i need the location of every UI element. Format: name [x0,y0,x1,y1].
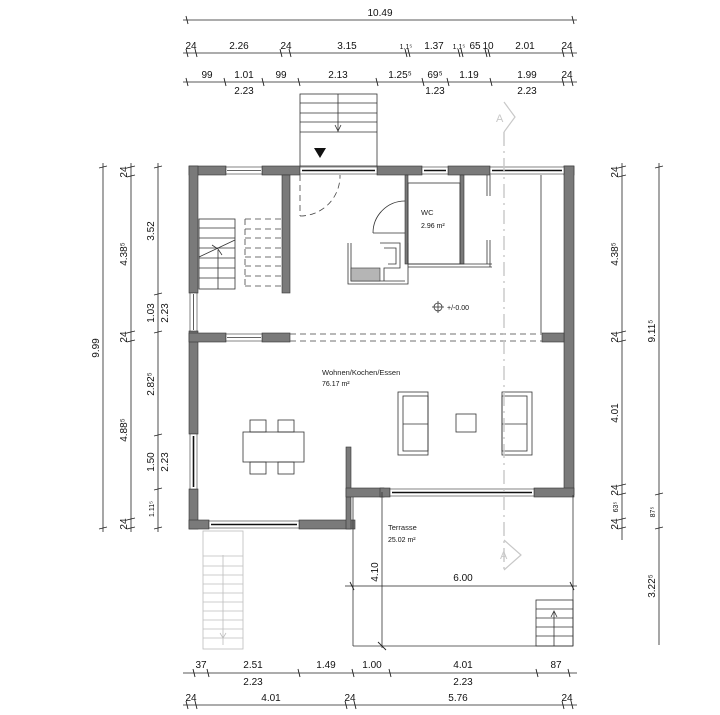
dim-top-total: 10.49 [367,8,392,19]
interior-stairs [198,218,282,290]
windows [189,166,565,529]
dim-top-r1-5: 1.37 [424,41,444,52]
dim-bottom-r2-2: 24 [344,693,356,704]
section-marker-bottom: A [500,550,508,562]
dim-bottom-r2-4: 24 [561,693,573,704]
dim-top-r1-9: 2.01 [515,41,535,52]
dim-left-r2-3: 1.50 [146,452,157,472]
dim-top-r2-lower-0: 2.23 [234,86,254,97]
dim-right-r1-6: 24 [610,518,621,530]
dim-bottom-r1-lower-1: 2.23 [453,677,473,688]
dim-top-r2-4: 1.25⁵ [388,70,412,81]
sofa-right [501,391,533,456]
dim-bottom-r1-3: 1.00 [362,660,382,671]
dim-right-r2-2: 3.22⁵ [647,574,658,598]
dim-top-r2-lower-1: 1.23 [425,86,445,97]
dim-bottom-r1-lower-0: 2.23 [243,677,263,688]
dim-right-r1-0: 24 [610,166,621,178]
dim-left-r2-1: 1.03 [146,303,157,323]
walls [188,165,575,530]
level-marker: +/-0.00 [432,301,469,313]
dim-bottom-r2-3: 5.76 [448,693,468,704]
dim-top-r2-5: 69⁵ [427,70,442,81]
dim-top-r1-3: 3.15 [337,41,357,52]
dim-bottom-r1-1: 2.51 [243,660,263,671]
level-marker-label: +/-0.00 [447,305,469,312]
dim-left-r2-lower-0: 2.23 [160,303,171,323]
sofa-left [397,391,429,456]
dim-bottom-r2-1: 4.01 [261,693,281,704]
dim-bottom-r1-5: 87 [550,660,562,671]
dim-left-r2-lower-1: 2.23 [160,452,171,472]
terrace-name: Terrasse [388,523,417,532]
dim-bottom-r2-0: 24 [185,693,197,704]
dim-top-r2-6: 1.19 [459,70,479,81]
dim-right-r1-5: 63⁵ [613,502,620,513]
dim-left-r1-4: 24 [119,518,130,530]
dim-top-r2-1: 1.01 [234,70,254,81]
dim-top-r2-8: 24 [561,70,573,81]
dim-left-r2-4: 1.11⁵ [149,501,156,517]
wc-name: WC [421,208,434,217]
entrance-door[interactable] [299,174,341,217]
dim-top-r2-lower-2: 2.23 [517,86,537,97]
living-room: Wohnen/Kochen/Essen 76.17 m² [322,368,400,388]
entrance-stairs [299,93,378,167]
garden-stairs [202,530,244,650]
coffee-table [455,413,477,433]
dim-top-r2-3: 2.13 [328,70,348,81]
dim-top-r2-2: 99 [275,70,287,81]
dim-right-r1-3: 4.01 [610,403,621,423]
bottom-dimension-chains: 37 2.51 1.49 1.00 4.01 87 2.23 2.23 24 4… [183,660,577,710]
entrance-marker-icon [314,148,326,158]
dim-top-r2-0: 99 [201,70,213,81]
dim-right-r1-4: 24 [610,484,621,496]
dim-bottom-r1-2: 1.49 [316,660,336,671]
dim-left-r1-3: 4.88⁵ [119,418,130,442]
terrace-width: 6.00 [453,573,473,584]
dim-top-r1-4: 1.1⁵ [400,44,413,51]
opening-lines [290,175,542,342]
dim-top-r1-8: 10 [482,41,494,52]
dim-right-r1-1: 4.38⁵ [610,242,621,266]
dim-left-r1-1: 4.38⁵ [119,242,130,266]
dim-bottom-r1-0: 37 [195,660,207,671]
dim-bottom-r1-4: 4.01 [453,660,473,671]
wc-room: WC 2.96 m² [372,174,492,268]
living-room-name: Wohnen/Kochen/Essen [322,368,400,377]
dim-right-r1-2: 24 [610,331,621,343]
dim-top-r1-7: 65 [469,41,481,52]
wc-area: 2.96 m² [421,223,445,230]
left-dimension-chains: 9.99 24 4.38⁵ 24 4.88⁵ 24 3.52 1.03 2.82… [91,163,171,532]
dim-top-r1-0: 24 [185,41,197,52]
dim-left-r1-2: 24 [119,331,130,343]
dim-left-r1-0: 24 [119,166,130,178]
top-dimension-chains: 10.49 24 2.26 24 3.15 1.1⁵ 1.37 1.1⁵ 65 … [183,8,577,97]
dim-left-r2-0: 3.52 [146,221,157,241]
dim-right-r2-0: 9.11⁵ [647,320,658,343]
dim-top-r2-7: 1.99 [517,70,537,81]
terrace-area: 25.02 m² [388,537,416,544]
dim-top-r1-1: 2.26 [229,41,249,52]
right-dimension-chains: 24 4.38⁵ 24 4.01 24 63⁵ 24 9.11⁵ 87⁵ 3.2… [610,163,664,645]
section-marker-top: A [496,113,504,125]
dim-top-r1-2: 24 [280,41,292,52]
living-room-area: 76.17 m² [322,381,350,388]
dim-top-r1-6: 1.1⁵ [453,44,466,51]
dim-right-r2-1: 87⁵ [650,507,657,518]
dim-left-r2-2: 2.82⁵ [146,372,157,396]
terrace: Terrasse 25.02 m² 6.00 4.10 [345,492,577,651]
dim-top-r1-10: 24 [561,41,573,52]
terrace-depth: 4.10 [370,562,381,582]
dining-table [242,419,305,475]
section-line-a: A A [496,101,522,571]
dim-left-total: 9.99 [91,338,102,358]
kitchen-counter [347,242,409,285]
